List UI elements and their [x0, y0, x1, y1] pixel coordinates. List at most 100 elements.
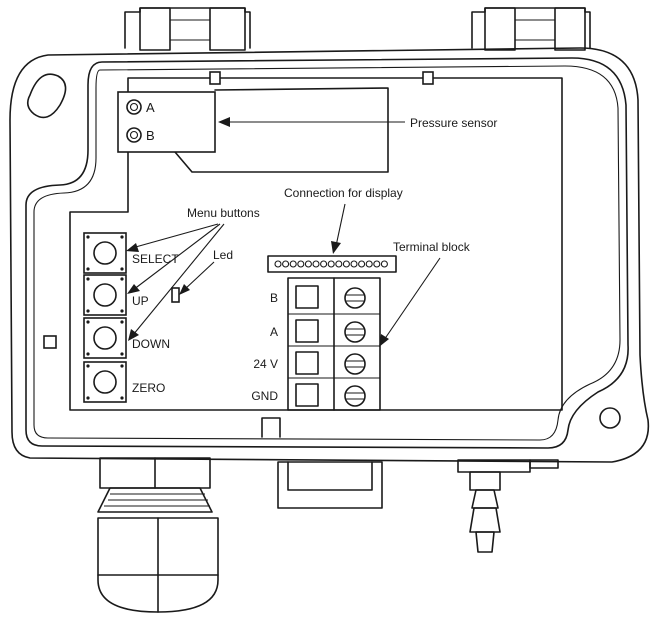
terminal-a: A [270, 319, 366, 343]
button-cap [93, 241, 117, 265]
button-pin [120, 267, 124, 271]
display-pin [282, 260, 290, 268]
button-down: DOWN [83, 317, 170, 359]
display-pin [289, 260, 297, 268]
button-zero: ZERO [83, 361, 165, 403]
button-label: DOWN [132, 337, 170, 351]
terminal-screw [344, 385, 366, 407]
button-pin [120, 277, 124, 281]
terminal-screw [344, 287, 366, 309]
port-a: A [126, 99, 155, 115]
terminal-socket [295, 351, 319, 375]
button-pin [86, 320, 90, 324]
terminal-gnd: GND [251, 383, 366, 407]
display-pin [365, 260, 373, 268]
button-body [83, 361, 127, 403]
housing-outer [9, 47, 650, 463]
mounting-hole-left [26, 73, 67, 119]
terminal-label: A [270, 325, 278, 339]
terminal-screw [344, 353, 366, 375]
button-pin [120, 364, 124, 368]
terminal-block-label: Terminal block [393, 240, 471, 254]
button-cap [93, 326, 117, 350]
display-pin [342, 260, 350, 268]
button-pin [86, 267, 90, 271]
terminal-label: B [270, 291, 278, 305]
board-tab-top-2 [422, 71, 434, 85]
button-pin [86, 396, 90, 400]
terminal-24v: 24 V [253, 351, 366, 375]
button-pin [120, 352, 124, 356]
button-body [83, 317, 127, 359]
terminal-rows: B A 24 V GND [251, 285, 366, 407]
housing-inner-rim [25, 57, 629, 449]
button-body [83, 274, 127, 316]
terminal-socket [295, 319, 319, 343]
display-pin [335, 260, 343, 268]
display-pin [274, 260, 282, 268]
display-pin [297, 260, 305, 268]
button-pin [120, 320, 124, 324]
display-pin [380, 260, 388, 268]
button-label: SELECT [132, 252, 179, 266]
display-connector [267, 255, 397, 273]
terminal-block [287, 277, 381, 411]
display-connection-label: Connection for display [284, 186, 403, 200]
board-tab-left [43, 335, 57, 349]
button-label: ZERO [132, 381, 165, 395]
button-up: UP [83, 274, 149, 316]
button-pin [86, 235, 90, 239]
lid-edge [33, 65, 621, 441]
callout-lines [126, 117, 441, 347]
button-cap [93, 370, 117, 394]
display-pin [304, 260, 312, 268]
pressure-sensor [117, 87, 389, 173]
terminal-label: 24 V [253, 357, 278, 371]
board-notch-bottom [261, 417, 281, 438]
board-tab-top-1 [209, 71, 221, 85]
display-pin [373, 260, 381, 268]
button-pin [86, 364, 90, 368]
port-label: A [146, 100, 155, 115]
port-ring [126, 127, 142, 143]
cable-gland [97, 457, 219, 613]
button-pin [86, 277, 90, 281]
port-core [129, 130, 139, 140]
display-pin [327, 260, 335, 268]
top-connector-right [471, 7, 591, 51]
button-body [83, 232, 127, 274]
button-label: UP [132, 294, 149, 308]
menu-buttons: SELECT UP DOWN ZERO [83, 232, 179, 403]
top-connector-left [124, 7, 251, 51]
button-pin [86, 352, 90, 356]
menu-buttons-label: Menu buttons [187, 206, 260, 220]
button-cap [93, 283, 117, 307]
port-ring [126, 99, 142, 115]
display-pin [320, 260, 328, 268]
display-port-bottom [277, 461, 383, 509]
terminal-screw [344, 321, 366, 343]
button-pin [120, 235, 124, 239]
display-pin [358, 260, 366, 268]
port-label: B [146, 128, 155, 143]
terminal-b: B [270, 285, 366, 309]
pressure-sensor-label: Pressure sensor [410, 116, 497, 130]
terminal-socket [295, 285, 319, 309]
button-pin [120, 396, 124, 400]
pressure-nozzle [457, 459, 559, 553]
display-pin [312, 260, 320, 268]
board-panel [69, 77, 563, 411]
port-b: B [126, 127, 155, 143]
button-pin [120, 309, 124, 313]
led-label: Led [213, 248, 233, 262]
mounting-hole-right [599, 407, 621, 429]
terminal-label: GND [251, 389, 278, 403]
display-pin [350, 260, 358, 268]
led [171, 287, 180, 303]
button-select: SELECT [83, 232, 179, 274]
terminal-socket [295, 383, 319, 407]
pressure-ports: AB [126, 99, 155, 143]
button-pin [86, 309, 90, 313]
port-core [129, 102, 139, 112]
